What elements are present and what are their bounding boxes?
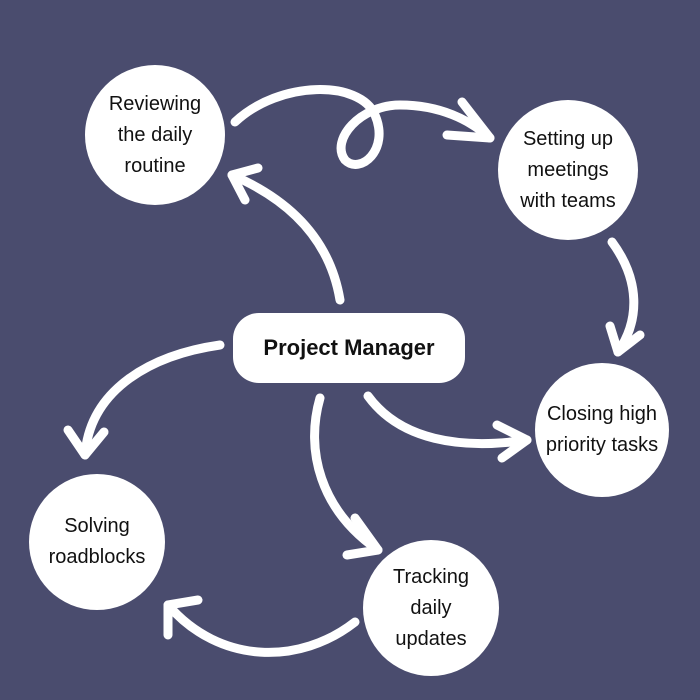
node-solving: Solving roadblocks [29,474,165,610]
arrow-to-tracking [310,393,383,555]
arrow-tracking-to-solving [163,600,360,657]
arrowhead-closing-top [605,321,645,357]
arrowhead-meetings [442,97,495,143]
project-manager-node: Project Manager [233,313,465,383]
node-label: Reviewing the daily routine [108,92,202,177]
arrowhead-solving [63,425,109,460]
arrow-loop-to-meetings [230,85,495,169]
arrow-to-closing [607,237,639,357]
arrowhead-reviewing [227,163,263,205]
node-meetings: Setting up meetings with teams [498,100,638,240]
arrow-center-to-closing [363,391,532,449]
arrow-to-solving [80,340,225,460]
arrow-to-reviewing [227,170,345,305]
node-label: Closing high priority tasks [545,403,659,456]
node-label: Solving roadblocks [48,515,146,568]
node-reviewing: Reviewing the daily routine [85,65,225,205]
node-tracking: Tracking daily updates [363,540,499,676]
node-label: Setting up meetings with teams [520,127,616,212]
node-label: Tracking daily updates [393,565,469,650]
arrowhead-solving-bottom [163,595,203,640]
center-label: Project Manager [263,335,435,360]
arrowhead-closing-left [492,420,532,463]
node-closing: Closing high priority tasks [535,363,669,497]
arrowhead-tracking [342,513,383,560]
